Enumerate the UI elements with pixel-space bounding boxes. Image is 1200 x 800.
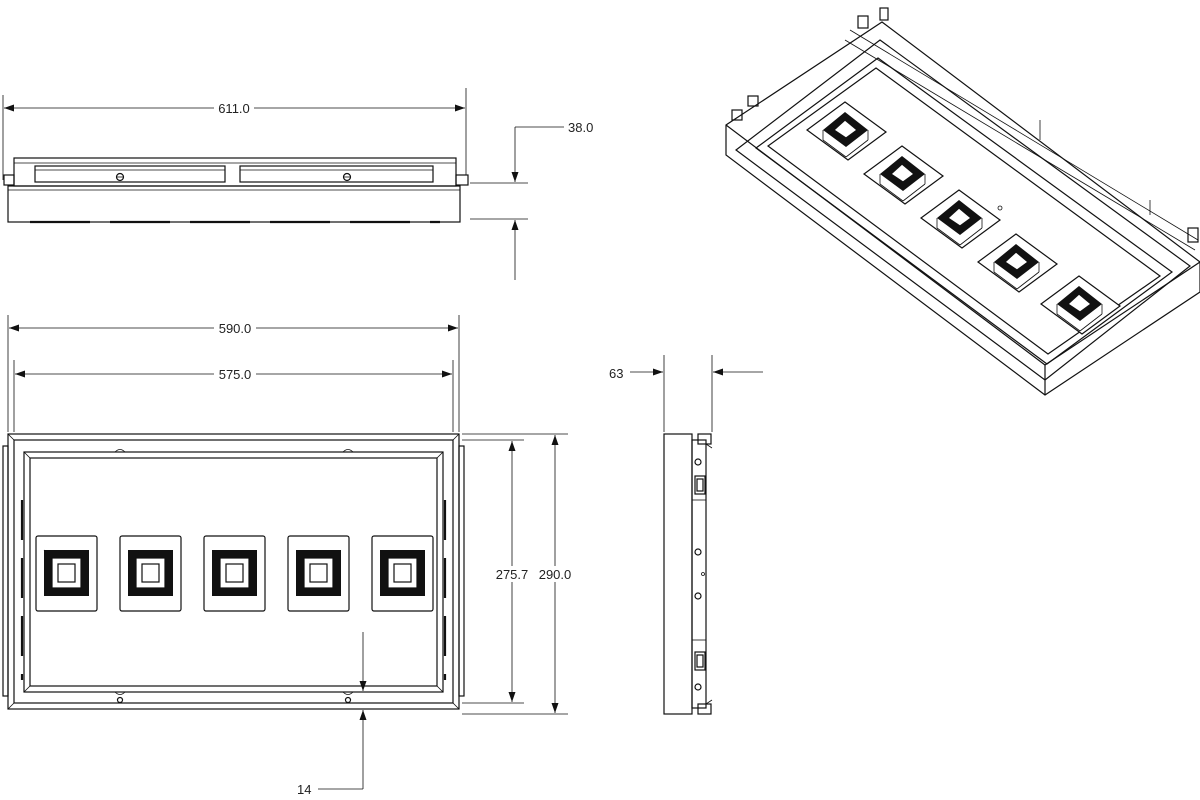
dim-bottom-offset: 14	[297, 782, 311, 797]
iso-lens-1	[805, 101, 888, 161]
dim-inner-height: 275.7	[496, 567, 529, 582]
lens-2	[119, 535, 182, 612]
iso-lens-3	[919, 189, 1002, 249]
dim-depth: 63	[609, 366, 623, 381]
lens-4	[287, 535, 350, 612]
lens-1	[35, 535, 98, 612]
iso-lens-4	[976, 233, 1059, 293]
dim-overall-length: 611.0	[218, 101, 250, 116]
plan-view: 590.0 575.0	[2, 315, 574, 797]
side-elevation-view: 63	[609, 355, 763, 715]
lens-3	[203, 535, 266, 612]
lens-5	[371, 535, 434, 612]
dim-height: 38.0	[568, 120, 593, 135]
iso-lens-2	[862, 145, 945, 205]
front-elevation-view: 611.0 38.0	[2, 88, 593, 280]
dim-outer-width: 590.0	[219, 321, 252, 336]
isometric-view	[725, 7, 1200, 396]
dim-inner-width: 575.0	[219, 367, 252, 382]
dim-outer-height: 290.0	[539, 567, 572, 582]
iso-lens-5	[1039, 275, 1122, 335]
